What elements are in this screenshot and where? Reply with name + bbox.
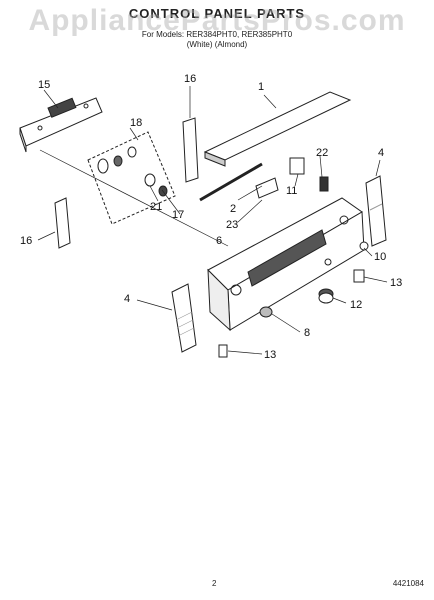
- clip-part: [218, 269, 365, 358]
- knob-part: [318, 288, 334, 304]
- callout-21: 21: [150, 201, 162, 213]
- top-trim-part: [203, 91, 352, 167]
- callout-8: 8: [304, 327, 310, 339]
- callout-4: 4: [124, 293, 130, 305]
- side-bracket-part: [54, 197, 71, 249]
- end-cap-part: [171, 283, 197, 353]
- page-title: CONTROL PANEL PARTS: [128, 6, 306, 21]
- callout-13: 13: [390, 277, 402, 289]
- document-number: 4421084: [392, 579, 424, 588]
- callout-1: 1: [258, 81, 264, 93]
- control-panel-part: [207, 197, 365, 332]
- knob-part: [359, 241, 369, 251]
- callout-17: 17: [172, 209, 184, 221]
- knob-part: [259, 306, 273, 318]
- page-number: 2: [212, 579, 217, 588]
- colors-line: (White) (Almond): [186, 40, 248, 49]
- callout-16: 16: [20, 235, 32, 247]
- models-line: For Models: RER384PHT0, RER385PHT0: [141, 30, 293, 39]
- callout-6: 6: [216, 235, 222, 247]
- callout-2: 2: [230, 203, 236, 215]
- leader-lines: [37, 86, 388, 355]
- end-cap-part: [365, 175, 387, 247]
- callout-11: 11: [286, 185, 297, 197]
- callout-16: 16: [184, 73, 196, 85]
- callout-13: 13: [264, 349, 276, 361]
- callout-12: 12: [350, 299, 362, 311]
- callout-10: 10: [374, 251, 386, 263]
- callout-23: 23: [226, 219, 238, 231]
- callout-22: 22: [316, 147, 328, 159]
- callout-4: 4: [378, 147, 384, 159]
- callout-15: 15: [38, 79, 50, 91]
- callout-18: 18: [130, 117, 142, 129]
- small-components-part: [199, 157, 329, 202]
- control-board-part: [19, 97, 103, 153]
- side-bracket-part: [182, 117, 199, 183]
